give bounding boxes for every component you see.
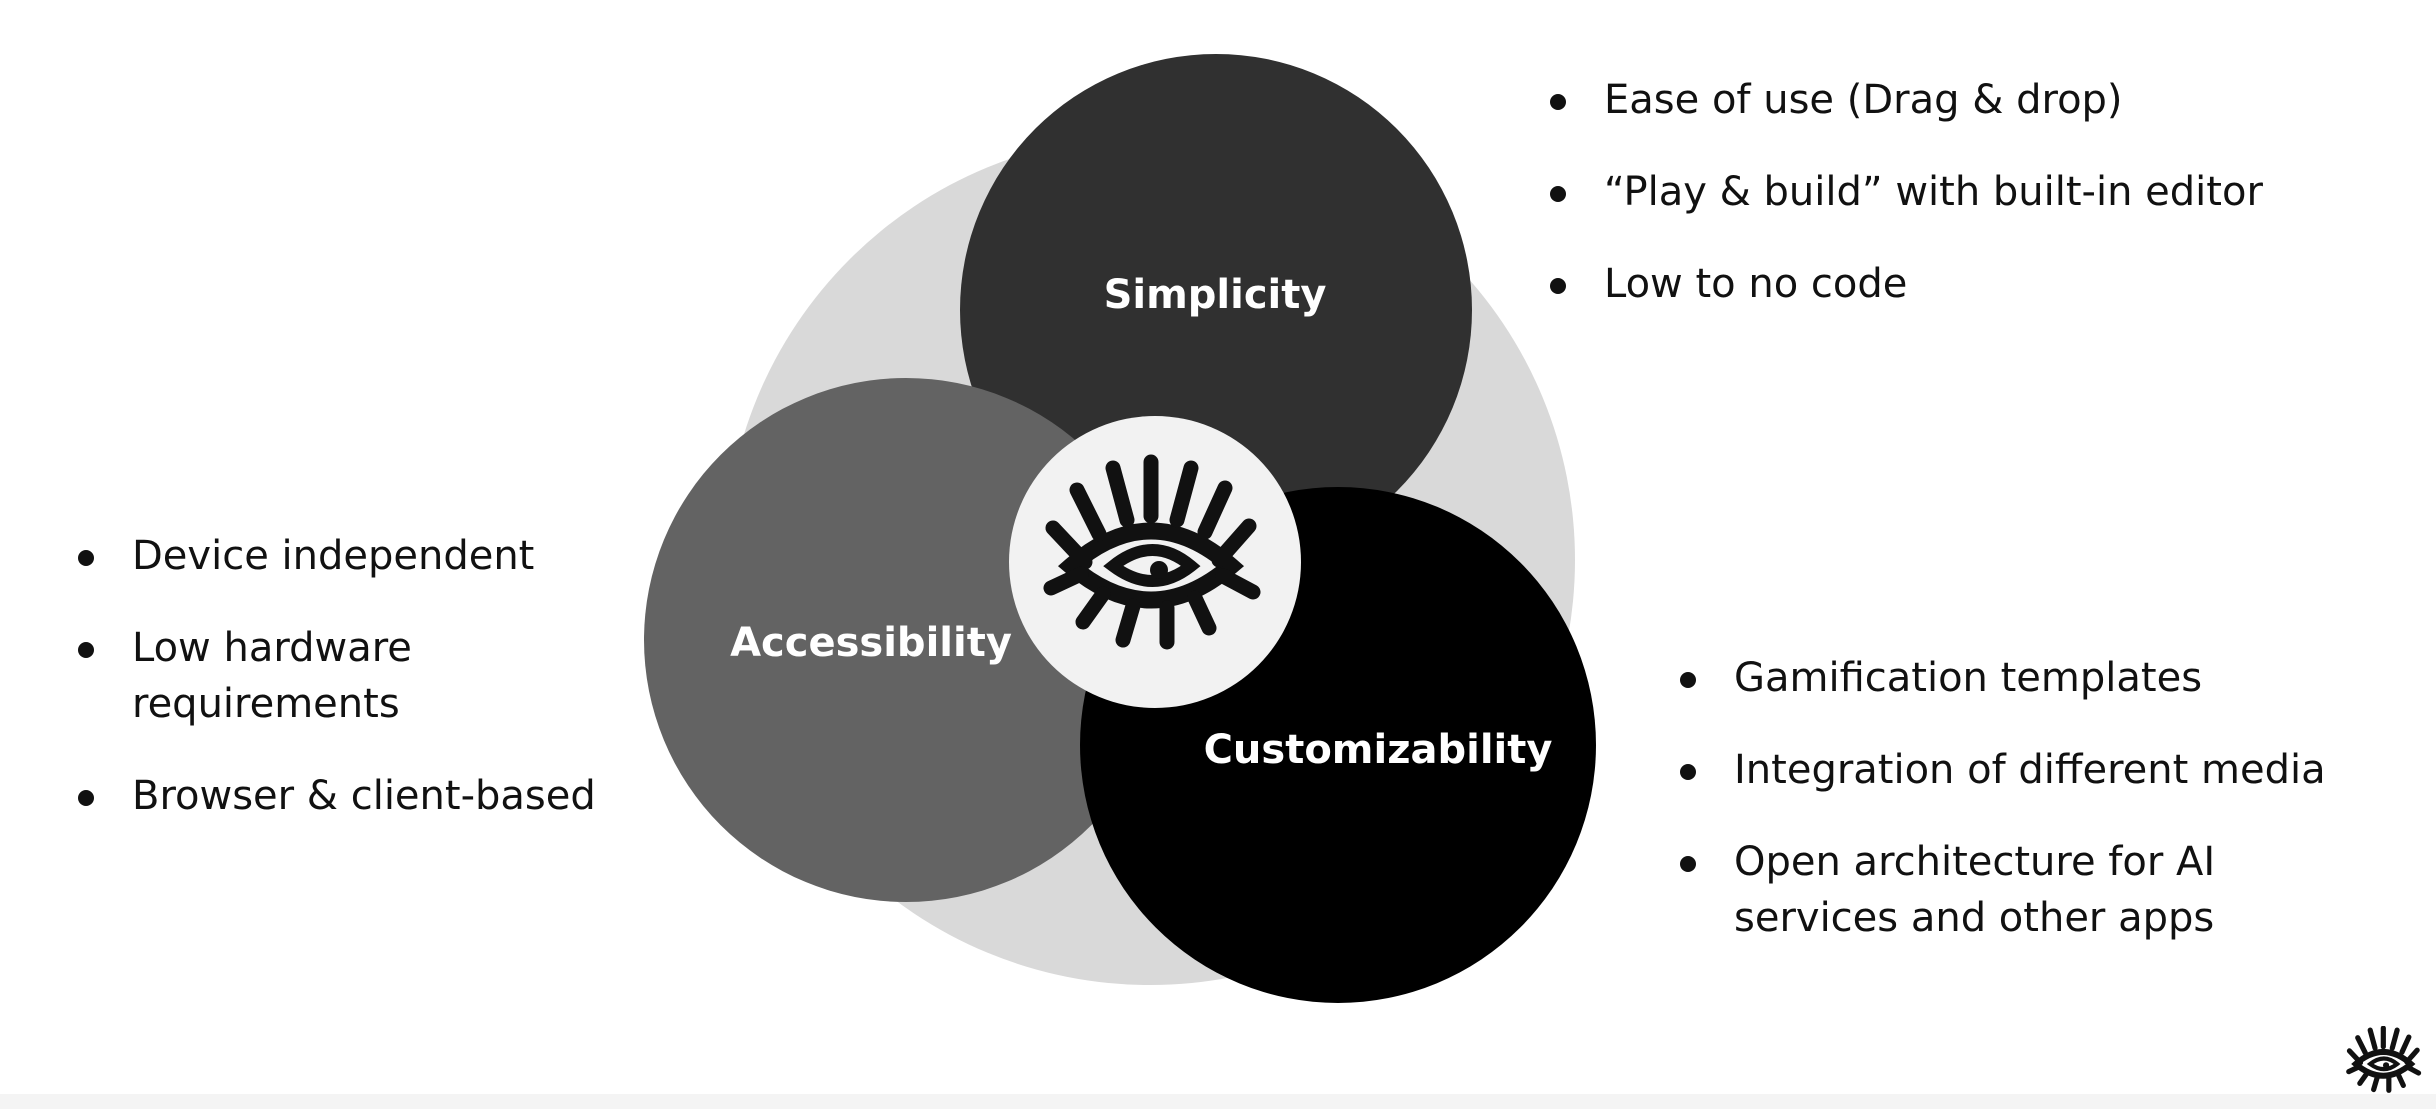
- label-accessibility: Accessibility: [730, 620, 1012, 666]
- eye-icon: [2346, 1026, 2422, 1093]
- label-simplicity: Simplicity: [1104, 272, 1327, 318]
- list-item: Open architecture for AI services and ot…: [1680, 834, 2380, 946]
- list-item: Browser & client-based: [78, 768, 638, 824]
- list-item: Low hardware requirements: [78, 620, 638, 732]
- simplicity-feature-list: Ease of use (Drag & drop) “Play & build”…: [1550, 72, 2370, 348]
- label-customizability: Customizability: [1204, 727, 1553, 773]
- accessibility-feature-list: Device independent Low hardware requirem…: [78, 528, 638, 860]
- bottom-strip: [0, 1094, 2436, 1109]
- list-item: Ease of use (Drag & drop): [1550, 72, 2370, 128]
- list-item: “Play & build” with built-in editor: [1550, 164, 2370, 220]
- list-item: Integration of different media: [1680, 742, 2380, 798]
- list-item: Low to no code: [1550, 256, 2370, 312]
- list-item: Gamification templates: [1680, 650, 2380, 706]
- customizability-feature-list: Gamification templates Integration of di…: [1680, 650, 2380, 982]
- eye-icon: [1043, 454, 1261, 650]
- list-item: Device independent: [78, 528, 638, 584]
